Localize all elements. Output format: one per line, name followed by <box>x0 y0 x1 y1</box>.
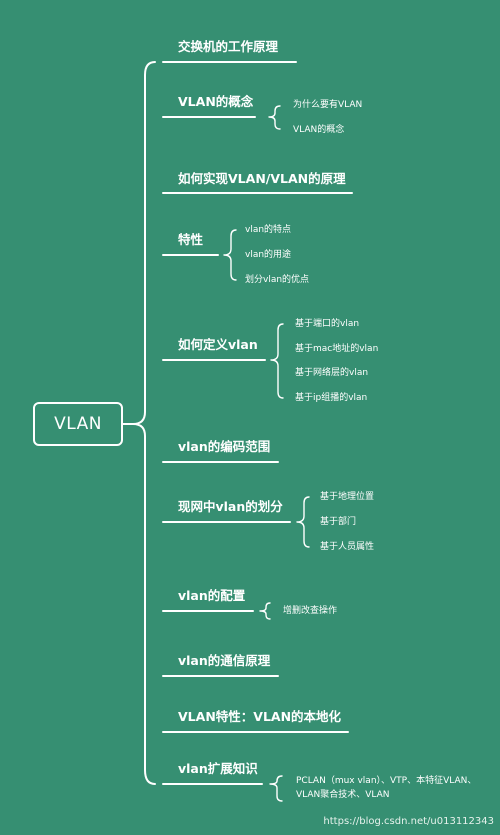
branch-vlan-extension: vlan扩展知识 <box>178 761 258 776</box>
leaf-why-vlan: 为什么要有VLAN <box>293 100 363 110</box>
branch-vlan-communication: vlan的通信原理 <box>178 653 271 668</box>
leaf-extension-line-1: PCLAN（mux vlan）、VTP、本特征VLAN、 <box>296 776 477 786</box>
root-node: VLAN <box>33 402 123 446</box>
branch-define-vlan: 如何定义vlan <box>178 337 258 352</box>
leaf-by-location: 基于地理位置 <box>320 492 375 502</box>
leaf-vlan-advantages: 划分vlan的优点 <box>245 275 310 285</box>
branch-switch-working-principle: 交换机的工作原理 <box>178 39 279 54</box>
brace-vlan-concept <box>268 105 281 130</box>
leaf-vlan-concept: VLAN的概念 <box>293 125 345 135</box>
branch-vlan-encoding-range: vlan的编码范围 <box>178 439 271 454</box>
branch-features: 特性 <box>178 232 204 247</box>
branch-vlan-config: vlan的配置 <box>178 588 246 603</box>
branch-vlan-localization: VLAN特性：VLAN的本地化 <box>178 709 342 724</box>
leaf-by-department: 基于部门 <box>320 517 357 527</box>
brace-network-division <box>296 496 310 548</box>
leaf-crud-operations: 增删改查操作 <box>283 606 338 616</box>
main-brace <box>132 61 156 785</box>
leaf-by-personnel: 基于人员属性 <box>320 542 375 552</box>
leaf-vlan-uses: vlan的用途 <box>245 250 292 260</box>
branch-network-division: 现网中vlan的划分 <box>178 499 283 514</box>
leaf-mac-based-vlan: 基于mac地址的vlan <box>295 344 379 354</box>
leaf-extension-line-2: VLAN聚合技术、VLAN <box>296 790 390 800</box>
leaf-port-based-vlan: 基于端口的vlan <box>295 319 360 329</box>
root-label: VLAN <box>54 414 102 434</box>
leaf-ip-multicast-vlan: 基于ip组播的vlan <box>295 393 368 403</box>
brace-vlan-config <box>259 602 271 620</box>
brace-vlan-extension <box>269 775 283 802</box>
leaf-vlan-characteristics: vlan的特点 <box>245 225 292 235</box>
brace-features <box>223 229 237 281</box>
branch-vlan-implementation: 如何实现VLAN/VLAN的原理 <box>178 171 346 186</box>
watermark-url: https://blog.csdn.net/u013112343 <box>323 816 494 827</box>
branch-vlan-concept: VLAN的概念 <box>178 94 254 109</box>
leaf-network-layer-vlan: 基于网络层的vlan <box>295 368 369 378</box>
brace-define-vlan <box>270 323 284 399</box>
